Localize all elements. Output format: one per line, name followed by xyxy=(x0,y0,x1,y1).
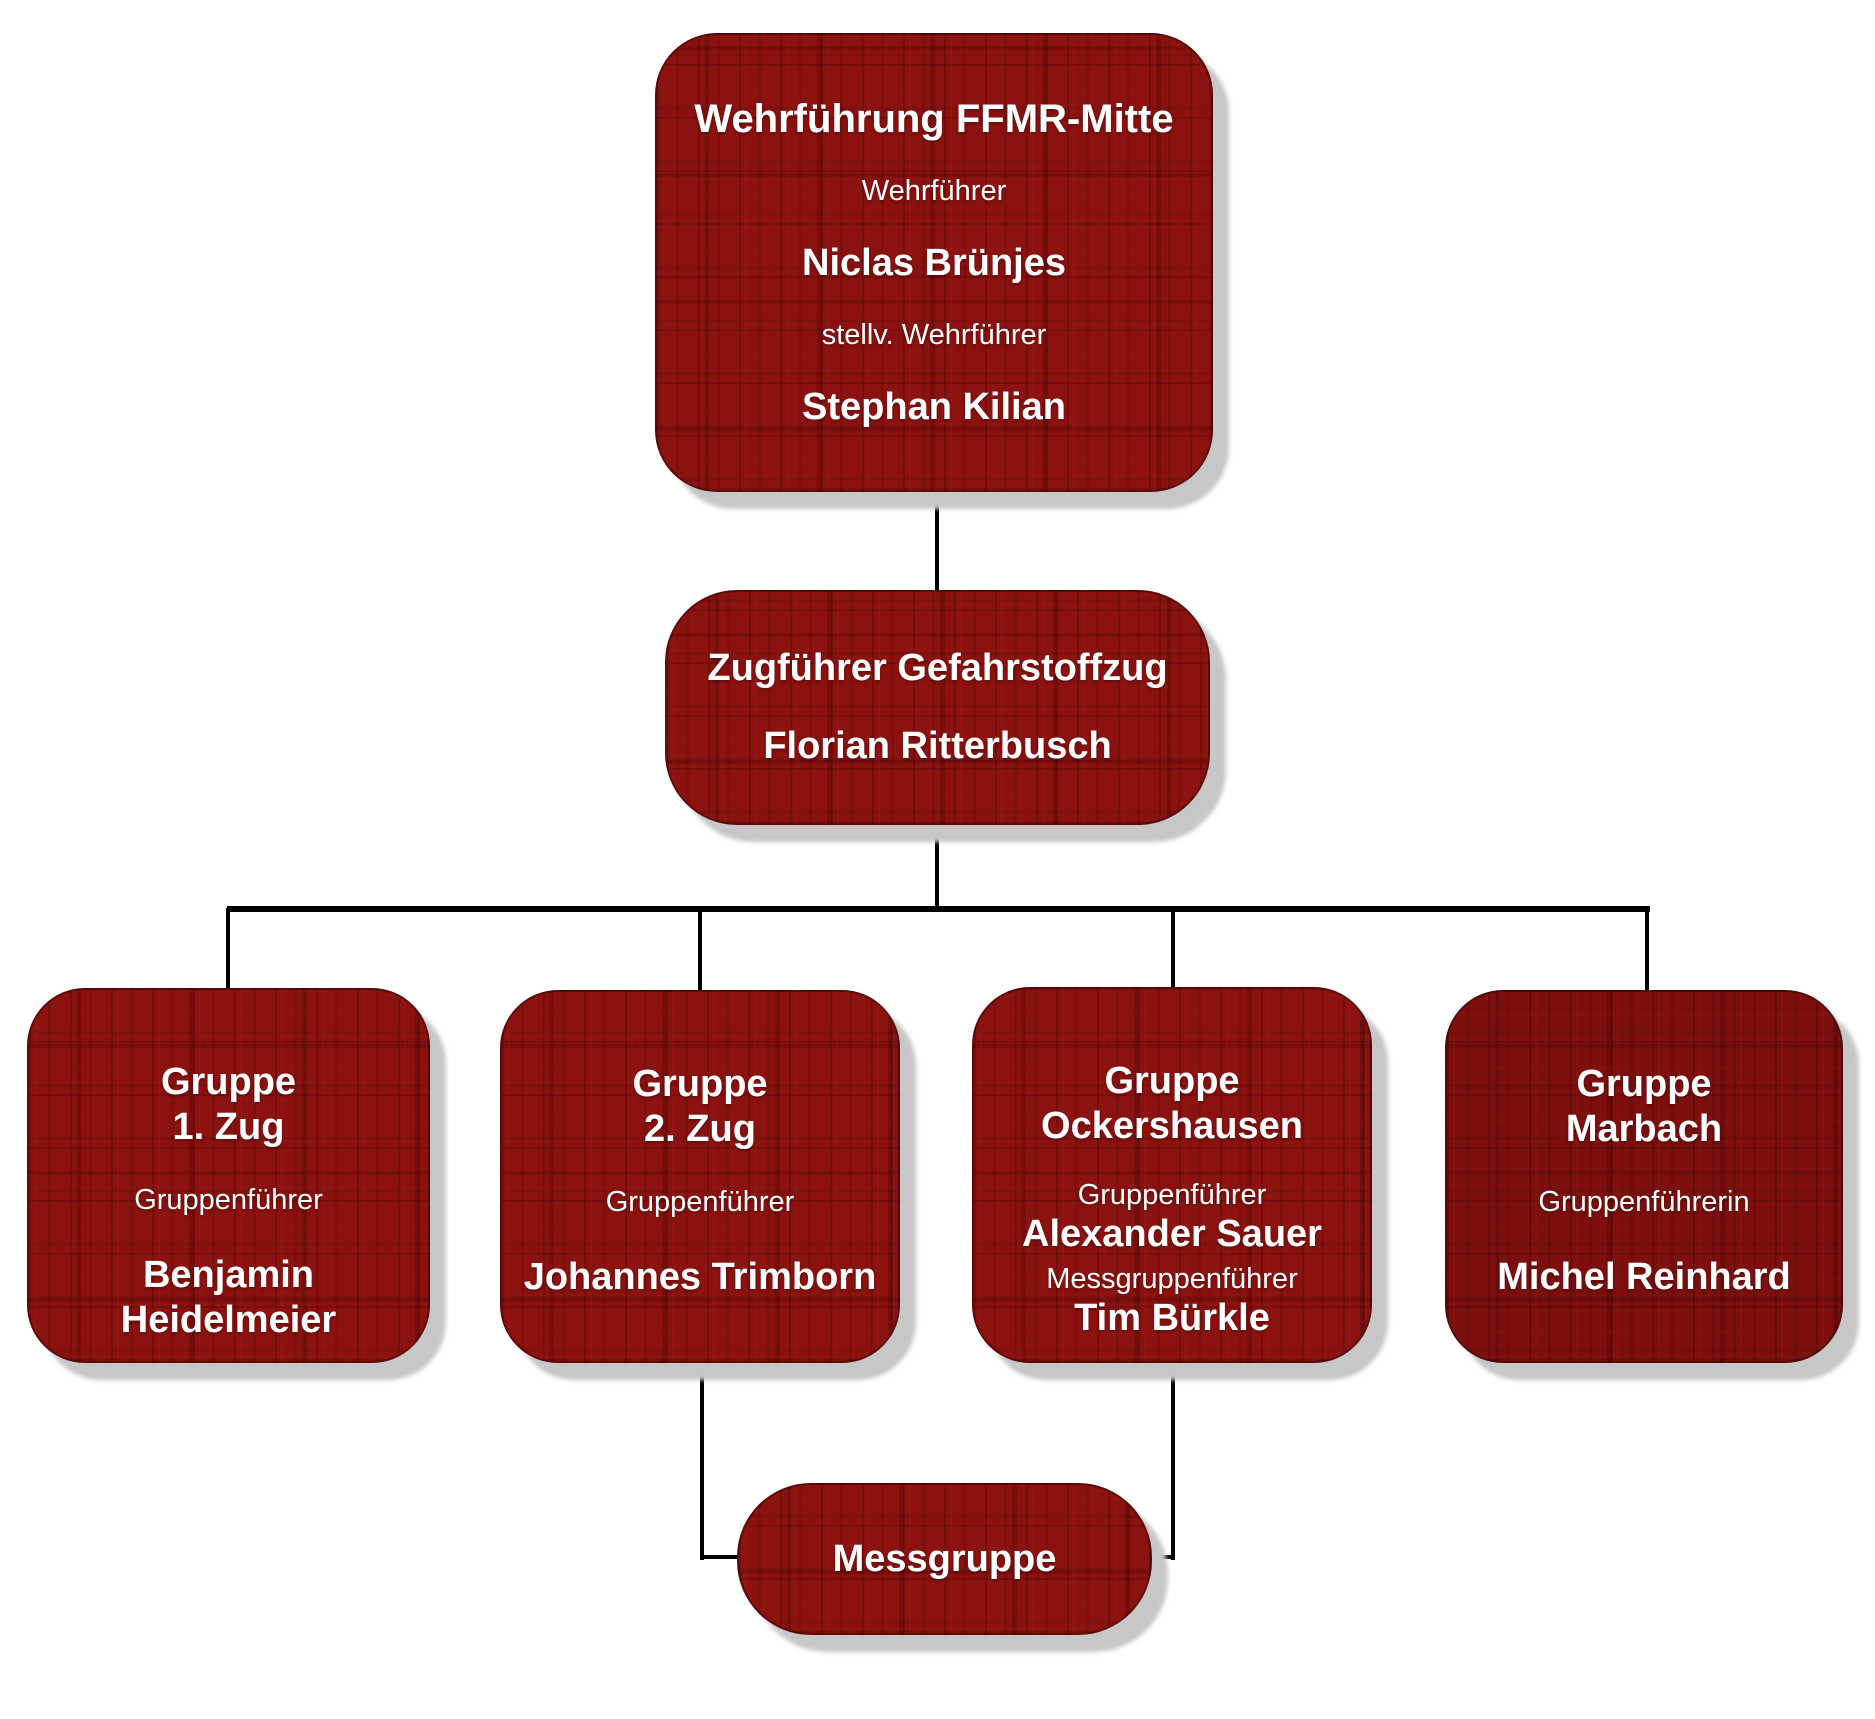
connector-gruppe2-to-messgruppe-horizontal xyxy=(700,1555,745,1559)
node-title: Messgruppe xyxy=(832,1537,1057,1580)
connector-drop-gruppe1 xyxy=(226,908,230,992)
node-person-name: Johannes Trimborn xyxy=(523,1256,877,1298)
node-title: Wehrführung FFMR-Mitte xyxy=(694,96,1174,141)
node-role: Gruppenführer xyxy=(134,1183,323,1216)
node-person-name: Alexander Sauer xyxy=(1022,1213,1322,1255)
node-title: Gruppe xyxy=(1576,1063,1712,1105)
node-zugfuehrer: Zugführer Gefahrstoffzug Florian Ritterb… xyxy=(665,590,1210,825)
node-person-name: Michel Reinhard xyxy=(1497,1256,1791,1298)
connector-drop-gruppe2 xyxy=(698,908,702,994)
node-person-name: Florian Ritterbusch xyxy=(763,725,1112,768)
connector-drop-marbach xyxy=(1645,908,1649,994)
node-title: Ockershausen xyxy=(1041,1104,1303,1147)
connector-drop-ockershausen xyxy=(1171,908,1175,991)
connector-ockershausen-to-messgruppe-vertical xyxy=(1171,1360,1175,1560)
node-role: Wehrführer xyxy=(861,175,1007,208)
node-title: 2. Zug xyxy=(644,1107,756,1150)
connector-ockershausen-to-messgruppe-horizontal xyxy=(1130,1555,1175,1559)
node-person-name: Niclas Brünjes xyxy=(802,242,1066,285)
node-wehrfuehrung: Wehrführung FFMR-Mitte Wehrführer Niclas… xyxy=(655,33,1213,492)
connector-zugfuehrer-to-bus xyxy=(935,823,939,911)
node-title: Gruppe xyxy=(1104,1060,1240,1102)
node-person-name: Heidelmeier xyxy=(120,1298,337,1341)
node-title: Gruppe xyxy=(160,1061,297,1103)
node-title: Gruppe xyxy=(632,1063,768,1105)
connector-wehrfuehrung-to-zugfuehrer xyxy=(935,490,939,592)
node-role: stellv. Wehrführer xyxy=(821,318,1047,351)
node-person-name: Stephan Kilian xyxy=(802,385,1066,428)
node-person-name: Tim Bürkle xyxy=(1074,1297,1270,1340)
connector-gruppe2-to-messgruppe-vertical xyxy=(700,1360,704,1560)
node-messgruppe: Messgruppe xyxy=(737,1483,1152,1635)
node-gruppe-2-zug: Gruppe 2. Zug Gruppenführer Johannes Tri… xyxy=(500,990,900,1363)
node-title: Marbach xyxy=(1565,1107,1723,1150)
node-role: Messgruppenführer xyxy=(1046,1262,1298,1295)
node-gruppe-1-zug: Gruppe 1. Zug Gruppenführer Benjamin Hei… xyxy=(27,988,430,1363)
node-role: Gruppenführerin xyxy=(1538,1185,1750,1218)
node-title: 1. Zug xyxy=(172,1105,285,1148)
node-title: Zugführer Gefahrstoffzug xyxy=(707,646,1168,689)
node-gruppe-marbach: Gruppe Marbach Gruppenführerin Michel Re… xyxy=(1445,990,1843,1363)
node-person-name: Benjamin xyxy=(142,1254,315,1296)
connector-bus-line xyxy=(227,906,1650,912)
node-role: Gruppenführer xyxy=(1077,1178,1267,1211)
node-role: Gruppenführer xyxy=(605,1185,795,1218)
node-gruppe-ockershausen: Gruppe Ockershausen Gruppenführer Alexan… xyxy=(972,987,1372,1363)
